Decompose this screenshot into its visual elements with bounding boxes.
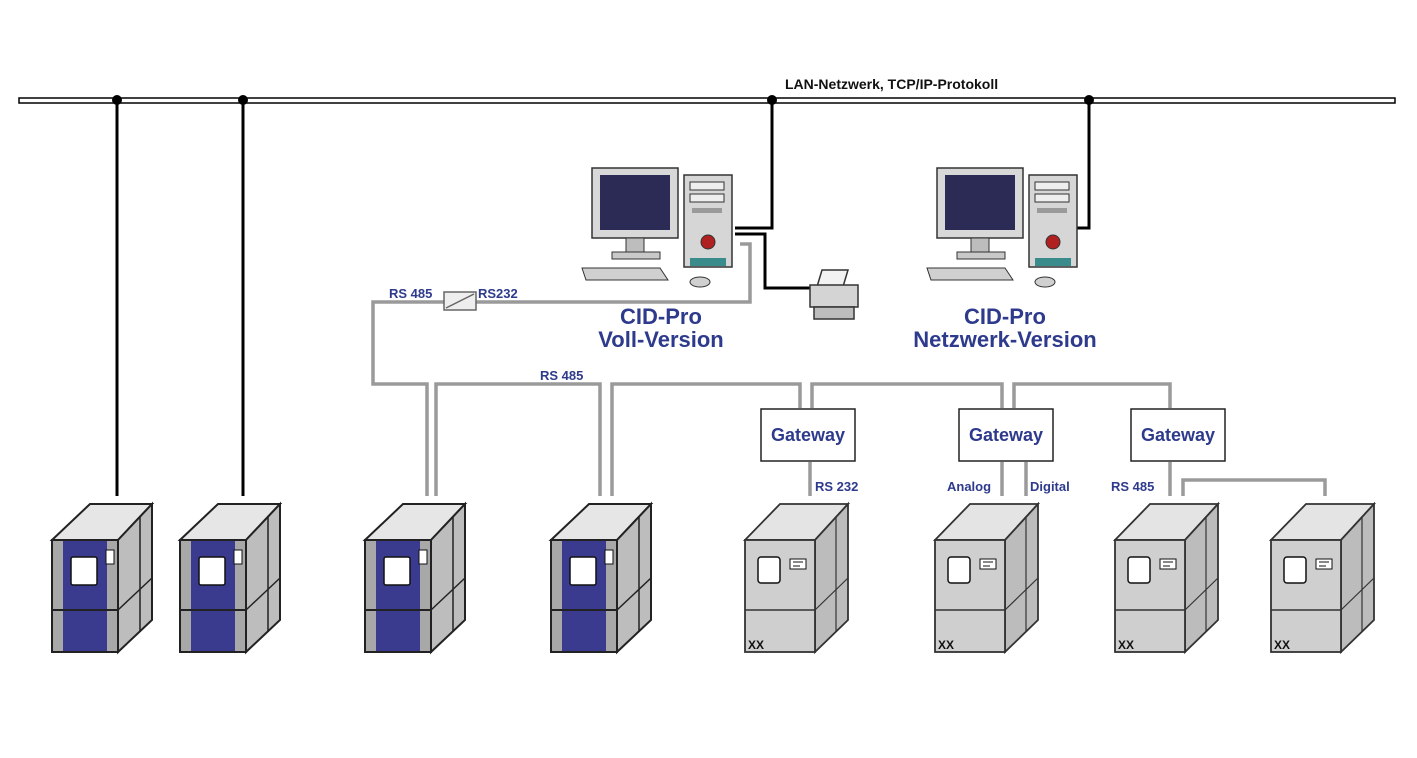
chamber-blue-2 (179, 503, 281, 653)
chamber-grey-3 (1114, 503, 1219, 653)
chamber-blue-4 (550, 503, 652, 653)
computer-2-subtitle: Netzwerk-Version (913, 327, 1096, 352)
computer-network-version (926, 167, 1078, 288)
chamber-blue-1 (51, 503, 153, 653)
chamber-grey-3-label: XX (1118, 638, 1134, 652)
gateway-3-link-label: RS 485 (1111, 479, 1154, 494)
gateway-3-label: Gateway (1141, 425, 1215, 445)
computer-1-subtitle: Voll-Version (598, 327, 724, 352)
computer-2-title: CID-Pro (964, 304, 1046, 329)
rs485-bus-label: RS 485 (540, 368, 583, 383)
lan-bus (18, 97, 1396, 104)
chamber-grey-2-label: XX (938, 638, 954, 652)
printer-icon (809, 269, 859, 320)
gateway-1-link-label: RS 232 (815, 479, 858, 494)
gateway-2-link-digital: Digital (1030, 479, 1070, 494)
rs485-rs232-converter (443, 291, 477, 311)
chamber-grey-1 (744, 503, 849, 653)
gateway-3: Gateway (1130, 408, 1226, 462)
chamber-grey-2 (934, 503, 1039, 653)
gateway-2-label: Gateway (969, 425, 1043, 445)
chamber-grey-4-label: XX (1274, 638, 1290, 652)
converter-label-left: RS 485 (389, 286, 432, 301)
gateway-2: Gateway (958, 408, 1054, 462)
gateway-1: Gateway (760, 408, 856, 462)
chamber-grey-4 (1270, 503, 1375, 653)
lan-drops (115, 100, 1091, 496)
chamber-blue-3 (364, 503, 466, 653)
computer-1-title: CID-Pro (620, 304, 702, 329)
gateway-1-label: Gateway (771, 425, 845, 445)
chamber-grey-1-label: XX (748, 638, 764, 652)
serial-lines (371, 242, 1327, 496)
lan-junctions (112, 95, 1094, 105)
converter-label-right: RS232 (478, 286, 518, 301)
lan-label: LAN-Netzwerk, TCP/IP-Protokoll (785, 76, 998, 92)
gateway-2-link-analog: Analog (947, 479, 991, 494)
computer-full-version (581, 167, 733, 288)
